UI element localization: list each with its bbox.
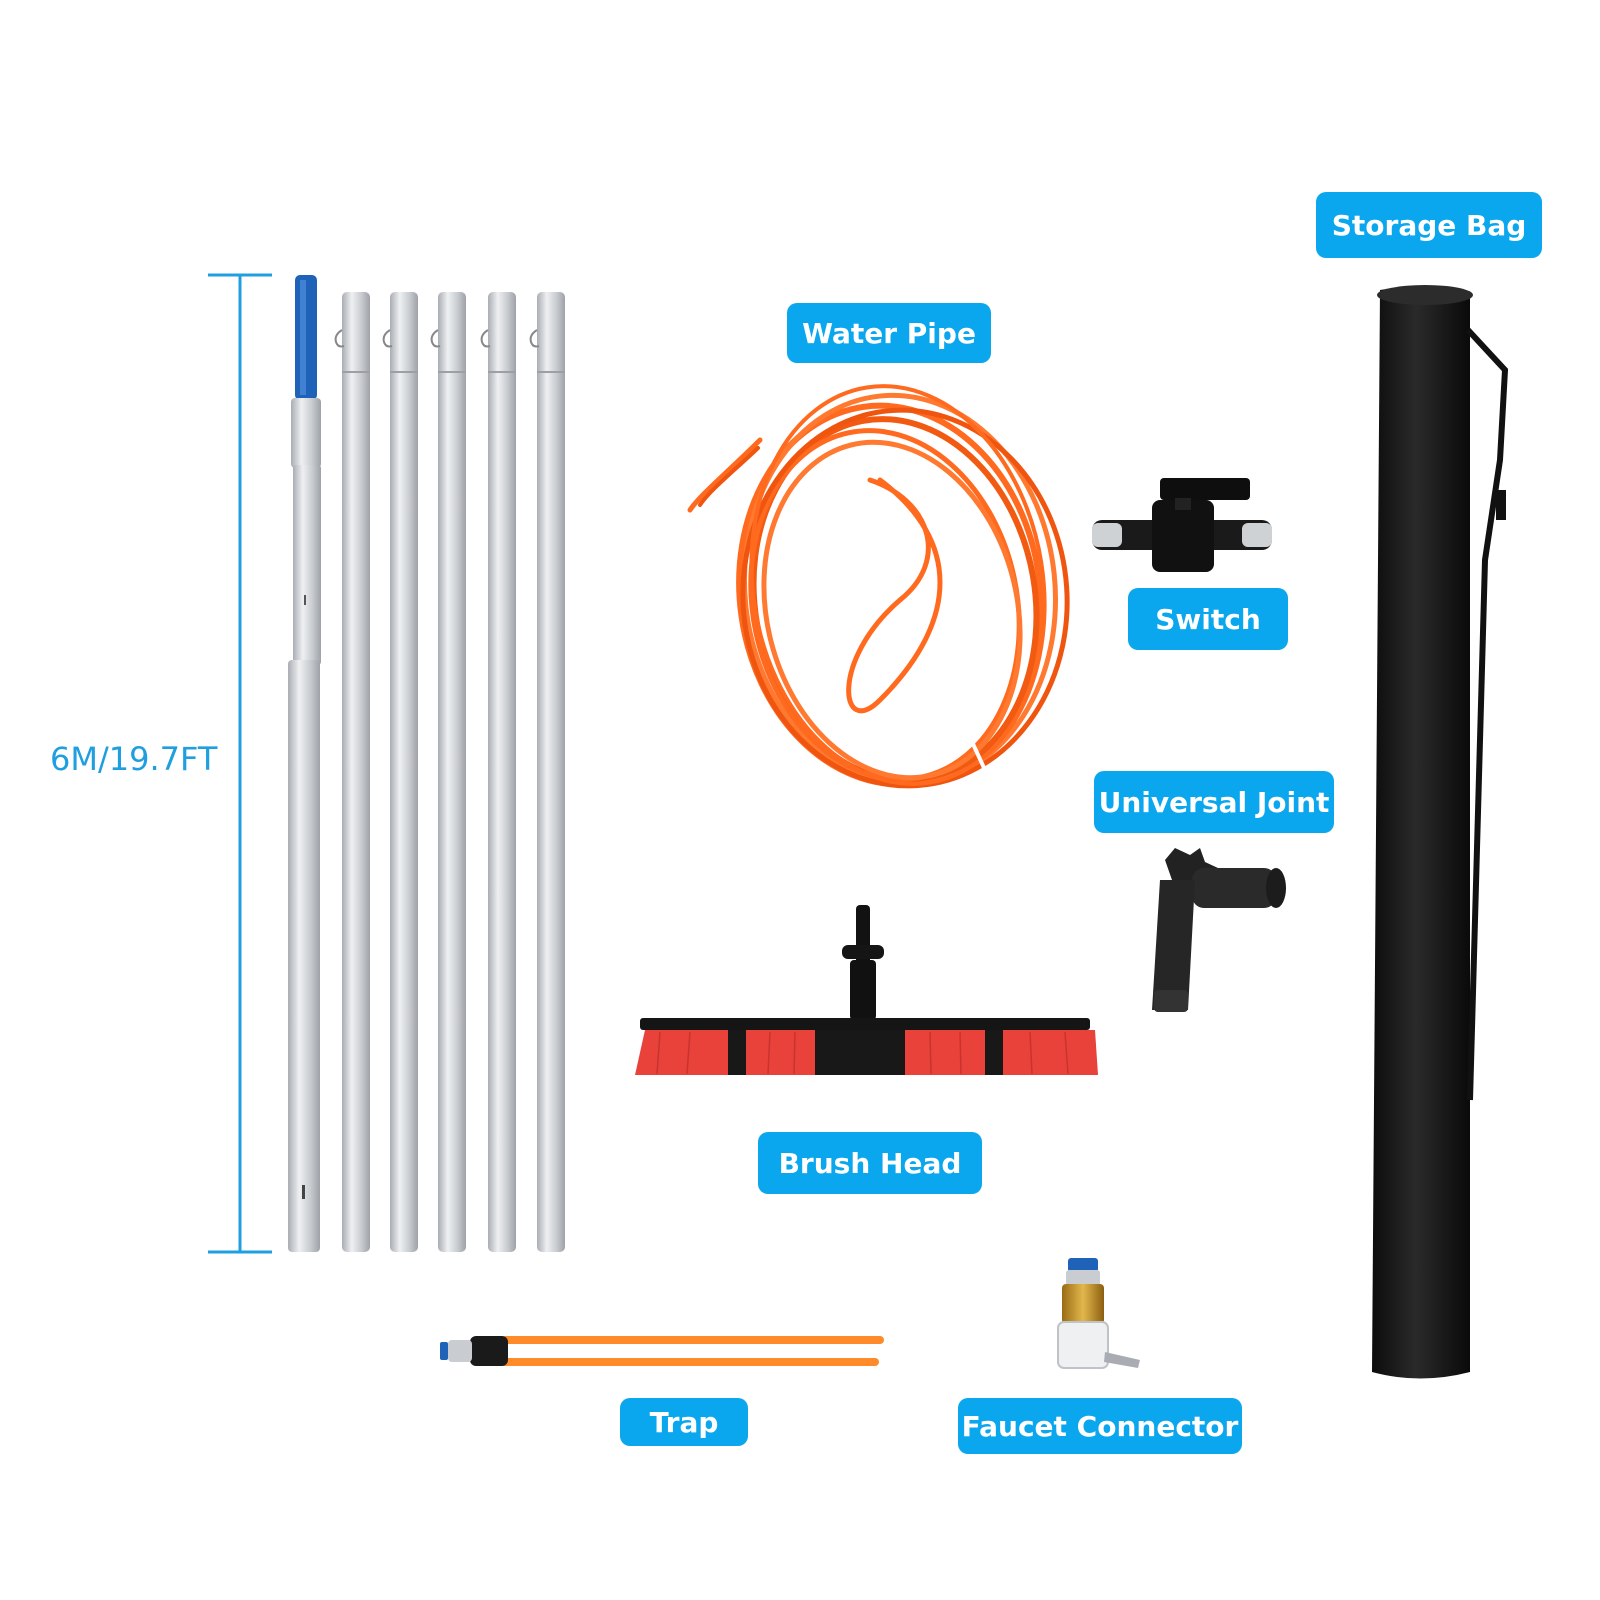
pole-section-4 <box>430 292 466 1252</box>
brush-head-label: Brush Head <box>758 1132 982 1194</box>
universal-joint-label: Universal Joint <box>1094 771 1334 833</box>
switch-label: Switch <box>1128 588 1288 650</box>
faucet-connector <box>1057 1258 1140 1369</box>
trap-label: Trap <box>620 1398 748 1446</box>
pole-section-6 <box>529 292 565 1252</box>
measurement-bracket <box>208 273 272 1254</box>
pole-section-3 <box>382 292 418 1252</box>
trap-hoses <box>440 1336 884 1366</box>
universal-joint <box>1152 848 1286 1012</box>
pole-sections <box>288 275 565 1252</box>
pole-section-1 <box>288 275 321 1252</box>
brush-head <box>635 905 1098 1075</box>
water-pipe-label: Water Pipe <box>787 303 991 363</box>
switch-valve <box>1092 478 1272 572</box>
pole-section-5 <box>480 292 516 1252</box>
storage-bag-label: Storage Bag <box>1316 192 1542 258</box>
storage-bag <box>1372 285 1509 1379</box>
water-pipe-coil <box>687 384 1070 789</box>
length-measurement: 6M/19.7FT <box>50 740 218 778</box>
pole-section-2 <box>334 292 370 1252</box>
faucet-connector-label: Faucet Connector <box>958 1398 1242 1454</box>
